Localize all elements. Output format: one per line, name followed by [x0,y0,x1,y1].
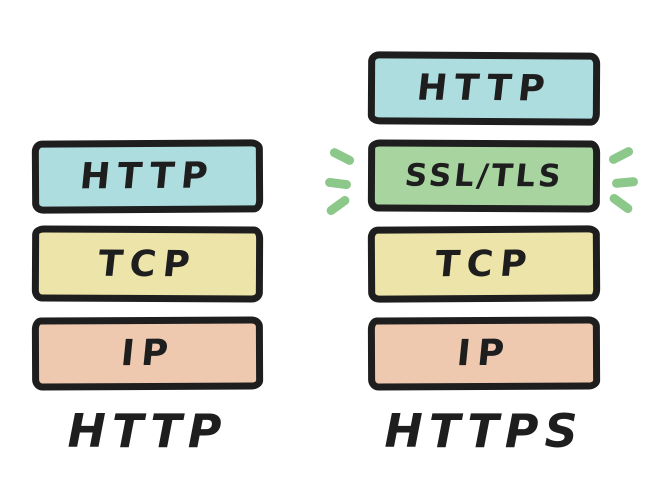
right-stack-caption: HTTPS [384,404,584,458]
right-stack-layer-http-label: HTTP [414,67,554,110]
left-stack-caption: HTTP [67,404,228,458]
left-stack-layer-tcp-label: TCP [96,243,199,285]
right-stack-layer-ssl-tls-label: SSL/TLS [402,157,566,195]
emphasis-dash-icon [324,177,352,190]
right-stack-layer-ip: IP [367,316,601,391]
right-stack-layer-ip-label: IP [455,332,513,375]
right-stack-layer-tcp-label: TCP [432,243,536,285]
emphasis-dash-icon [324,194,352,217]
left-stack-layer-http: HTTP [31,139,264,214]
emphasis-dash-icon [607,192,635,215]
left-stack-layer-ip-label: IP [118,332,177,375]
emphasis-dash-icon [611,176,639,189]
right-stack-layer-ssl-tls: SSL/TLS [367,139,601,213]
right-stack-layer-tcp: TCP [367,225,601,303]
left-stack-layer-http-label: HTTP [78,155,217,198]
emphasis-dash-icon [328,146,356,167]
right-stack-layer-http: HTTP [367,51,601,126]
left-stack-layer-ip: IP [31,316,264,391]
emphasis-dash-icon [607,145,635,166]
left-stack-layer-tcp: TCP [31,225,264,303]
